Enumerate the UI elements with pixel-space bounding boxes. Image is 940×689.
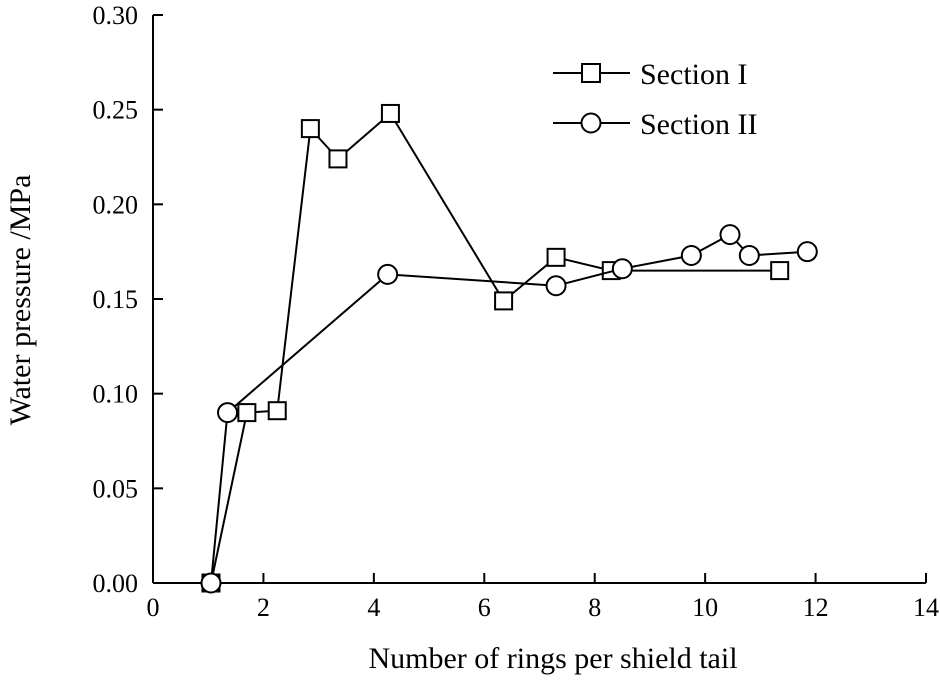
- data-point-circle: [680, 244, 702, 266]
- x-tick-label: 8: [588, 593, 601, 622]
- data-point-circle: [796, 241, 818, 263]
- x-tick-label: 6: [478, 593, 491, 622]
- y-tick-label: 0.25: [93, 96, 139, 125]
- x-tick-label: 4: [367, 593, 380, 622]
- data-point-circle: [545, 275, 567, 297]
- data-point-square: [267, 401, 287, 421]
- y-tick-label: 0.05: [93, 474, 139, 503]
- y-ticks: 0.00 0.05 0.10 0.15 0.20 0.25 0.30: [93, 1, 163, 598]
- data-point-square: [546, 247, 566, 267]
- y-axis-title: Water pressure /MPa: [4, 175, 37, 426]
- x-tick-label: 12: [803, 593, 829, 622]
- legend-item-section-1: Section I: [553, 58, 747, 91]
- legend: Section I Section II: [553, 58, 757, 141]
- x-tick-label: 14: [913, 593, 939, 622]
- y-tick-label: 0.15: [93, 285, 139, 314]
- data-point-square: [300, 119, 320, 139]
- data-point-circle: [719, 224, 741, 246]
- data-point-square: [770, 261, 790, 281]
- series-section-1: [201, 103, 790, 593]
- series-section-2: [200, 224, 818, 594]
- y-tick-label: 0.30: [93, 1, 139, 30]
- series-layer: [200, 103, 818, 594]
- y-tick-label: 0.10: [93, 380, 139, 409]
- series-line: [210, 233, 808, 584]
- axes: [152, 15, 926, 584]
- x-tick-label: 0: [147, 593, 160, 622]
- legend-label-section-1: Section I: [640, 58, 747, 91]
- legend-label-section-2: Section II: [640, 108, 757, 141]
- x-tick-label: 2: [257, 593, 270, 622]
- y-tick-label: 0.20: [93, 190, 139, 219]
- data-point-circle: [738, 244, 760, 266]
- data-point-square: [328, 149, 348, 169]
- legend-marker-square-icon: [581, 63, 601, 83]
- data-point-square: [494, 291, 514, 311]
- data-point-square: [237, 403, 257, 423]
- data-point-circle: [200, 572, 222, 594]
- series-line: [210, 111, 780, 584]
- x-axis-title: Number of rings per shield tail: [368, 642, 737, 675]
- y-tick-label: 0.00: [93, 569, 139, 598]
- data-point-circle: [611, 258, 633, 280]
- data-point-square: [380, 103, 400, 123]
- x-ticks: 0 2 4 6 8 10 12 14: [147, 573, 939, 622]
- x-tick-label: 10: [692, 593, 718, 622]
- legend-item-section-2: Section II: [553, 108, 757, 141]
- legend-marker-circle-icon: [580, 112, 602, 134]
- data-point-circle: [217, 402, 239, 424]
- data-point-circle: [377, 263, 399, 285]
